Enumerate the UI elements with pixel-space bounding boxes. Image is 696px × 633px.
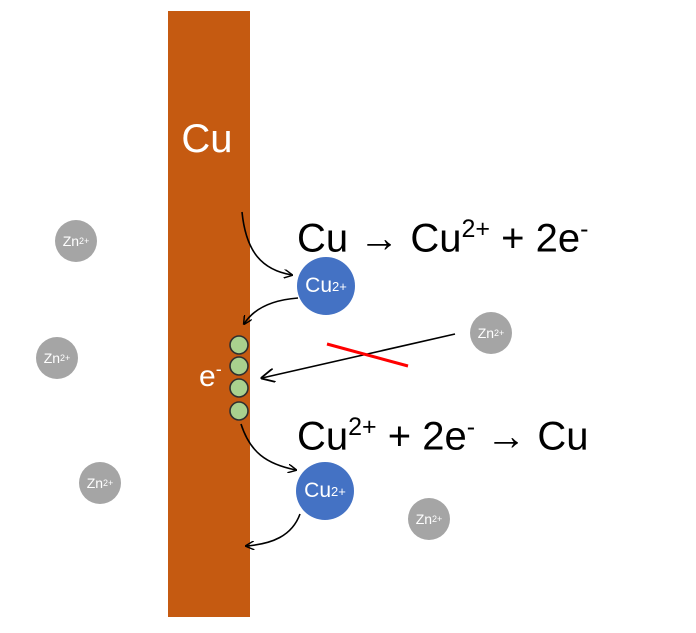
zn-ion-blocked-arrow: [262, 333, 456, 378]
deposition-arrow: [246, 513, 301, 546]
reduction-equation: Cu2+ + 2e- → Cu: [297, 413, 589, 459]
electron: [229, 356, 249, 376]
electron: [229, 401, 249, 421]
oxidation-equation: Cu → Cu2+ + 2e-: [297, 215, 589, 261]
cu-ion-to-surface-arrow: [244, 297, 299, 324]
electron: [229, 335, 249, 355]
oxidation-path-arrow: [241, 211, 292, 275]
blocked-cross-mark: [326, 342, 409, 368]
electron-label: e-: [199, 359, 222, 393]
electron: [229, 378, 249, 398]
electrode-label: Cu: [181, 117, 233, 161]
reduction-path-arrow: [240, 423, 296, 470]
copper-electrode: [168, 11, 250, 617]
